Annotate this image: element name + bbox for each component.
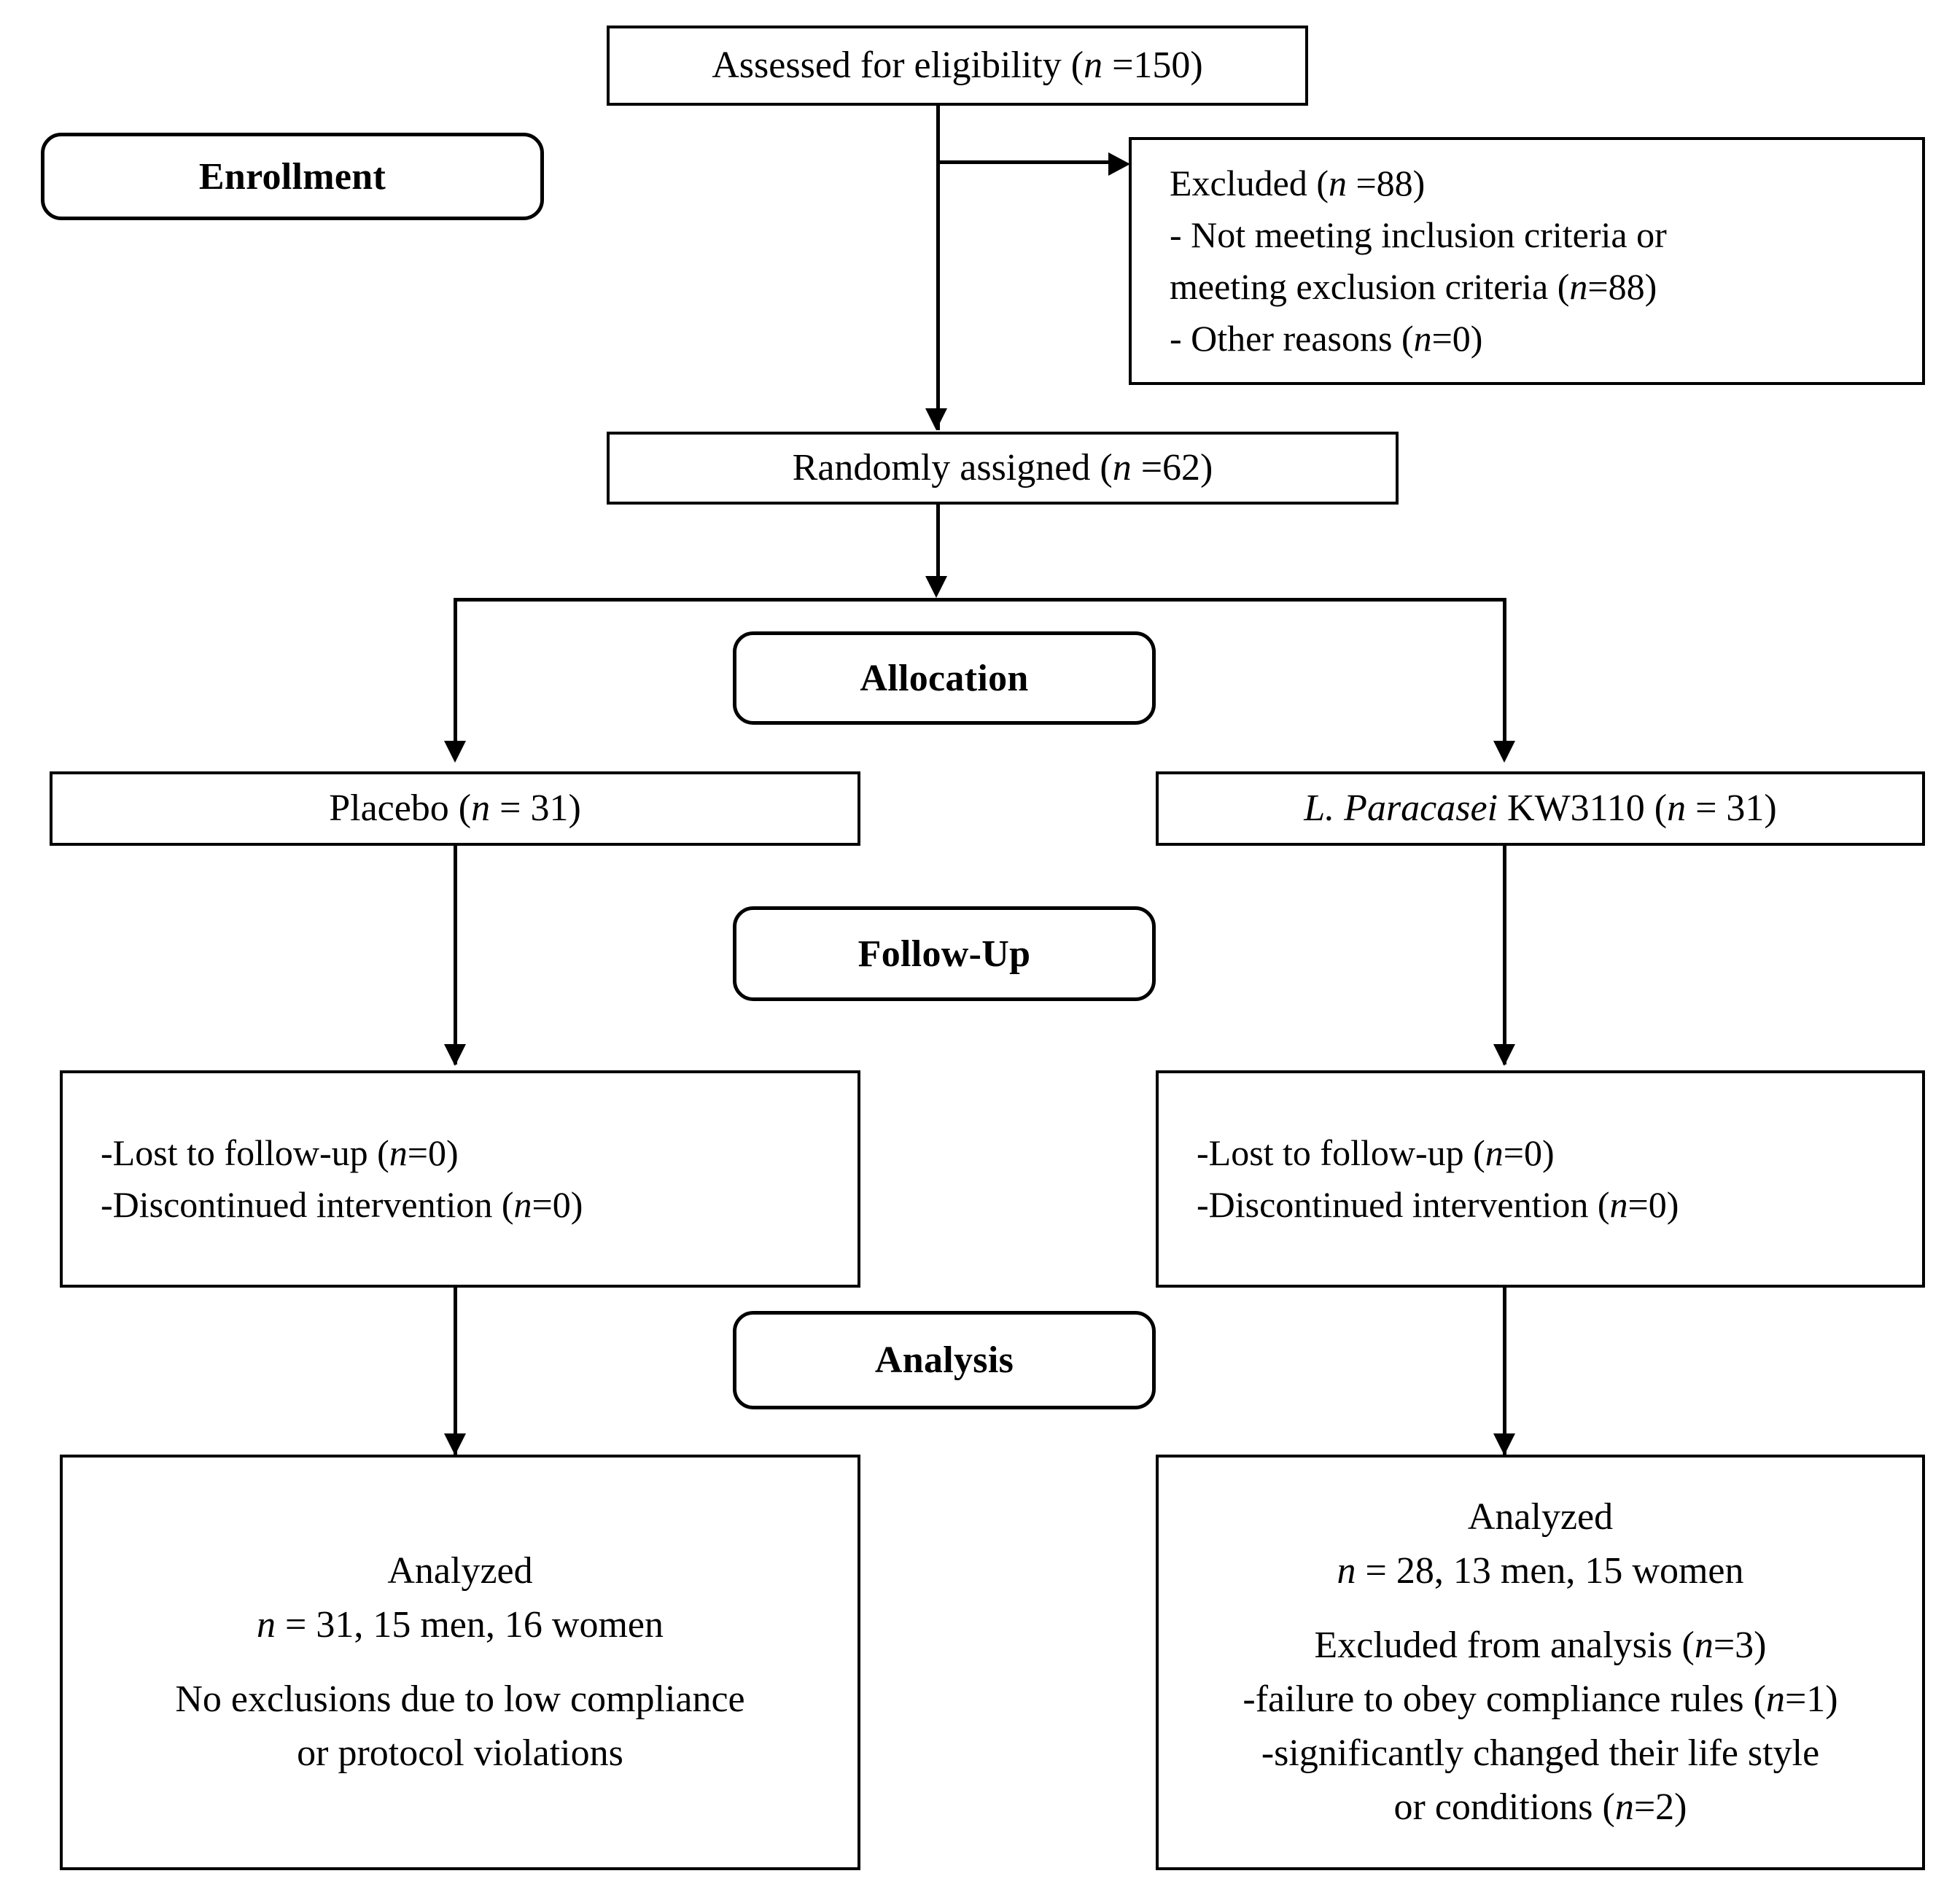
node-assessed-for-eligibility: Assessed for eligibility (n =150)	[607, 26, 1308, 106]
arrowhead-to-analysis-left	[444, 1433, 466, 1455]
node-analysis-left-text: Analyzed n = 31, 15 men, 16 women No exc…	[175, 1550, 745, 1775]
arrowhead-randomized-split	[925, 576, 947, 598]
connector-allocation-split-bar	[454, 598, 1506, 602]
n-symbol: n	[1112, 447, 1132, 489]
connector-split-to-left-alloc	[454, 598, 457, 751]
node-followup-left-text: -Lost to follow-up (n=0) -Discontinued i…	[101, 1132, 583, 1225]
strain-name: L. Paracasei	[1304, 787, 1498, 830]
node-followup-right: -Lost to follow-up (n=0) -Discontinued i…	[1156, 1070, 1925, 1288]
n-symbol: n	[1337, 1550, 1356, 1592]
connector-assessed-to-excluded	[936, 160, 1119, 164]
arrowhead-to-strain	[1493, 741, 1515, 763]
arrowhead-to-followup-right	[1493, 1044, 1515, 1066]
n-symbol: n	[1084, 44, 1103, 87]
connector-followup-right-to-analysis	[1503, 1288, 1506, 1455]
connector-strain-to-followup	[1503, 846, 1506, 1065]
stage-label-allocation-text: Allocation	[860, 657, 1029, 699]
node-allocation-placebo-text: Placebo (n = 31)	[329, 787, 581, 830]
arrowhead-to-excluded	[1108, 152, 1130, 176]
n-symbol: n	[1765, 1678, 1785, 1721]
n-symbol: n	[1569, 266, 1588, 307]
stage-label-analysis: Analysis	[733, 1311, 1156, 1409]
stage-label-allocation: Allocation	[733, 631, 1156, 725]
n-symbol: n	[1667, 787, 1687, 830]
connector-assessed-to-randomized	[936, 106, 940, 430]
node-randomly-assigned-text: Randomly assigned (n =62)	[792, 447, 1213, 489]
stage-label-enrollment: Enrollment	[41, 133, 544, 220]
stage-label-analysis-text: Analysis	[874, 1339, 1014, 1381]
connector-placebo-to-followup	[454, 846, 457, 1065]
n-symbol: n	[471, 787, 491, 830]
connector-randomized-down	[936, 505, 940, 585]
arrowhead-to-followup-left	[444, 1044, 466, 1066]
arrowhead-to-placebo	[444, 741, 466, 763]
node-analysis-left: Analyzed n = 31, 15 men, 16 women No exc…	[60, 1455, 860, 1870]
node-analysis-right-text: Analyzed n = 28, 13 men, 15 women Exclud…	[1242, 1496, 1838, 1828]
n-symbol: n	[1609, 1184, 1628, 1225]
node-followup-left: -Lost to follow-up (n=0) -Discontinued i…	[60, 1070, 860, 1288]
n-symbol: n	[1413, 318, 1432, 359]
node-allocation-strain: L. Paracasei KW3110 (n = 31)	[1156, 771, 1925, 846]
arrowhead-to-analysis-right	[1493, 1433, 1515, 1455]
n-symbol: n	[389, 1132, 408, 1173]
node-assessed-text: Assessed for eligibility (n =150)	[712, 44, 1203, 87]
n-symbol: n	[257, 1603, 276, 1646]
node-randomly-assigned: Randomly assigned (n =62)	[607, 432, 1399, 505]
n-symbol: n	[1614, 1786, 1634, 1828]
n-symbol: n	[1328, 163, 1347, 203]
n-symbol: n	[1485, 1132, 1504, 1173]
node-allocation-strain-text: L. Paracasei KW3110 (n = 31)	[1304, 787, 1777, 830]
node-allocation-placebo: Placebo (n = 31)	[50, 771, 860, 846]
arrowhead-to-randomized	[925, 408, 947, 430]
stage-label-follow-up-text: Follow-Up	[858, 933, 1031, 975]
node-excluded: Excluded (n =88) - Not meeting inclusion…	[1129, 137, 1925, 385]
node-followup-right-text: -Lost to follow-up (n=0) -Discontinued i…	[1197, 1132, 1679, 1225]
stage-label-follow-up: Follow-Up	[733, 906, 1156, 1001]
n-symbol: n	[513, 1184, 532, 1225]
node-analysis-right: Analyzed n = 28, 13 men, 15 women Exclud…	[1156, 1455, 1925, 1870]
node-excluded-text: Excluded (n =88) - Not meeting inclusion…	[1170, 163, 1667, 359]
stage-label-enrollment-text: Enrollment	[198, 155, 386, 198]
connector-split-to-right-alloc	[1503, 598, 1506, 751]
n-symbol: n	[1694, 1624, 1714, 1667]
connector-followup-left-to-analysis	[454, 1288, 457, 1455]
